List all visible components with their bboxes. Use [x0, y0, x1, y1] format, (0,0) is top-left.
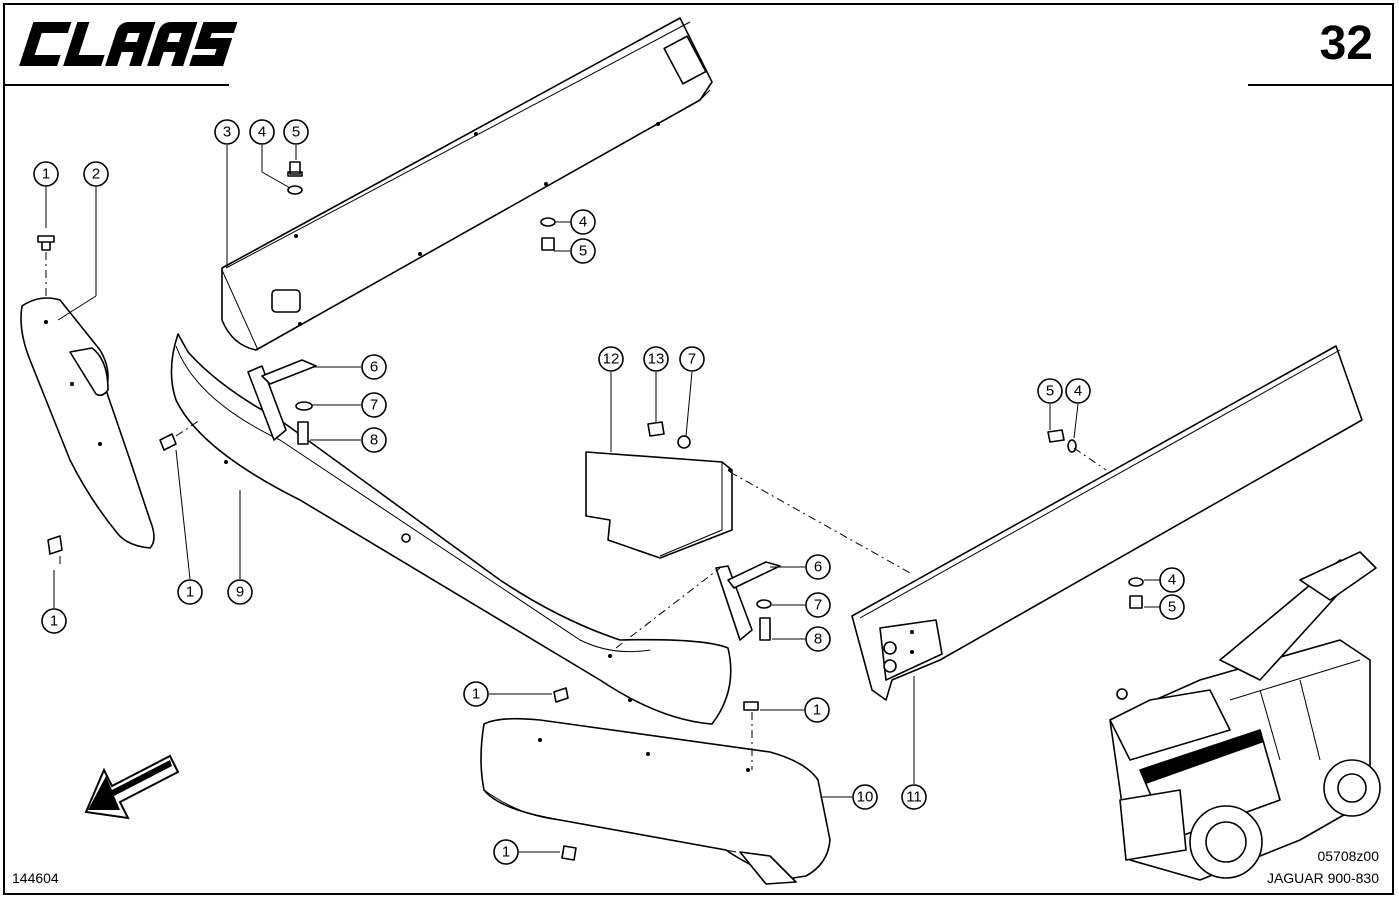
- drawing-id: 144604: [12, 870, 59, 886]
- callout-1[interactable]: 1: [493, 839, 519, 865]
- callout-4[interactable]: 4: [570, 209, 596, 235]
- leader-lines: [45, 145, 1160, 853]
- svg-text:12: 12: [603, 351, 620, 368]
- header-rule-right: [1248, 84, 1394, 86]
- svg-text:5: 5: [579, 243, 587, 260]
- callout-11[interactable]: 11: [901, 784, 927, 810]
- part-10-lower-cover: [480, 717, 831, 885]
- callout-8[interactable]: 8: [805, 626, 831, 652]
- svg-text:1: 1: [472, 686, 480, 703]
- svg-text:8: 8: [370, 432, 378, 449]
- svg-text:7: 7: [814, 597, 822, 614]
- svg-text:4: 4: [1168, 572, 1176, 589]
- svg-text:10: 10: [857, 789, 874, 806]
- callout-1[interactable]: 1: [804, 697, 830, 723]
- callout-13[interactable]: 13: [643, 346, 669, 372]
- harvester-locator-sketch: [1109, 551, 1381, 881]
- callout-1[interactable]: 1: [177, 579, 203, 605]
- page-frame: [3, 3, 1394, 895]
- callout-7[interactable]: 7: [679, 346, 705, 372]
- callout-4[interactable]: 4: [1065, 378, 1091, 404]
- callout-5[interactable]: 5: [1159, 594, 1185, 620]
- part-12-plate: [585, 451, 733, 559]
- svg-text:1: 1: [813, 702, 821, 719]
- svg-text:7: 7: [370, 397, 378, 414]
- part-3-upper-rail: [221, 17, 713, 351]
- alignment-lines: [45, 252, 1107, 770]
- svg-text:4: 4: [1074, 383, 1082, 400]
- svg-text:3: 3: [223, 124, 231, 141]
- part-2-left-cover: [20, 297, 155, 549]
- callout-5[interactable]: 5: [570, 238, 596, 264]
- claas-logo: [19, 22, 238, 66]
- callout-8[interactable]: 8: [361, 427, 387, 453]
- svg-text:9: 9: [236, 584, 244, 601]
- header-rule-left: [3, 84, 229, 86]
- callout-1[interactable]: 1: [33, 161, 59, 187]
- svg-text:5: 5: [1046, 383, 1054, 400]
- fasteners: [37, 161, 1144, 861]
- svg-text:4: 4: [579, 214, 587, 231]
- callout-7[interactable]: 7: [805, 592, 831, 618]
- callout-6[interactable]: 6: [361, 354, 387, 380]
- svg-text:1: 1: [186, 584, 194, 601]
- svg-text:7: 7: [688, 351, 696, 368]
- callouts: 1 2 3 4 5 4 5 6 7 8 12 13 7 5 4 1 1 9 6 …: [33, 119, 1185, 865]
- callout-10[interactable]: 10: [852, 784, 878, 810]
- svg-text:4: 4: [258, 124, 266, 141]
- callout-2[interactable]: 2: [83, 161, 109, 187]
- direction-arrow-icon: [84, 754, 180, 820]
- callout-9[interactable]: 9: [227, 579, 253, 605]
- svg-text:1: 1: [502, 844, 510, 861]
- callout-4[interactable]: 4: [1159, 567, 1185, 593]
- svg-text:5: 5: [292, 124, 300, 141]
- callout-5[interactable]: 5: [283, 119, 309, 145]
- svg-text:5: 5: [1168, 599, 1176, 616]
- svg-text:2: 2: [92, 166, 100, 183]
- page-number: 32: [1319, 17, 1373, 70]
- svg-text:1: 1: [42, 166, 50, 183]
- figure-code: 05708z00: [1317, 848, 1379, 864]
- svg-text:6: 6: [814, 559, 822, 576]
- svg-text:6: 6: [370, 359, 378, 376]
- part-6-brackets: [247, 359, 781, 641]
- callout-6[interactable]: 6: [805, 554, 831, 580]
- svg-text:8: 8: [814, 631, 822, 648]
- svg-text:13: 13: [648, 351, 665, 368]
- callout-7[interactable]: 7: [361, 392, 387, 418]
- callout-5[interactable]: 5: [1037, 378, 1063, 404]
- callout-4[interactable]: 4: [249, 119, 275, 145]
- callout-1[interactable]: 1: [41, 608, 67, 634]
- model-name: JAGUAR 900-830: [1266, 870, 1379, 886]
- callout-1[interactable]: 1: [463, 681, 489, 707]
- callout-3[interactable]: 3: [214, 119, 240, 145]
- svg-text:1: 1: [50, 613, 58, 630]
- callout-12[interactable]: 12: [598, 346, 624, 372]
- part-11-right-rail: [851, 345, 1363, 701]
- svg-text:11: 11: [906, 789, 922, 806]
